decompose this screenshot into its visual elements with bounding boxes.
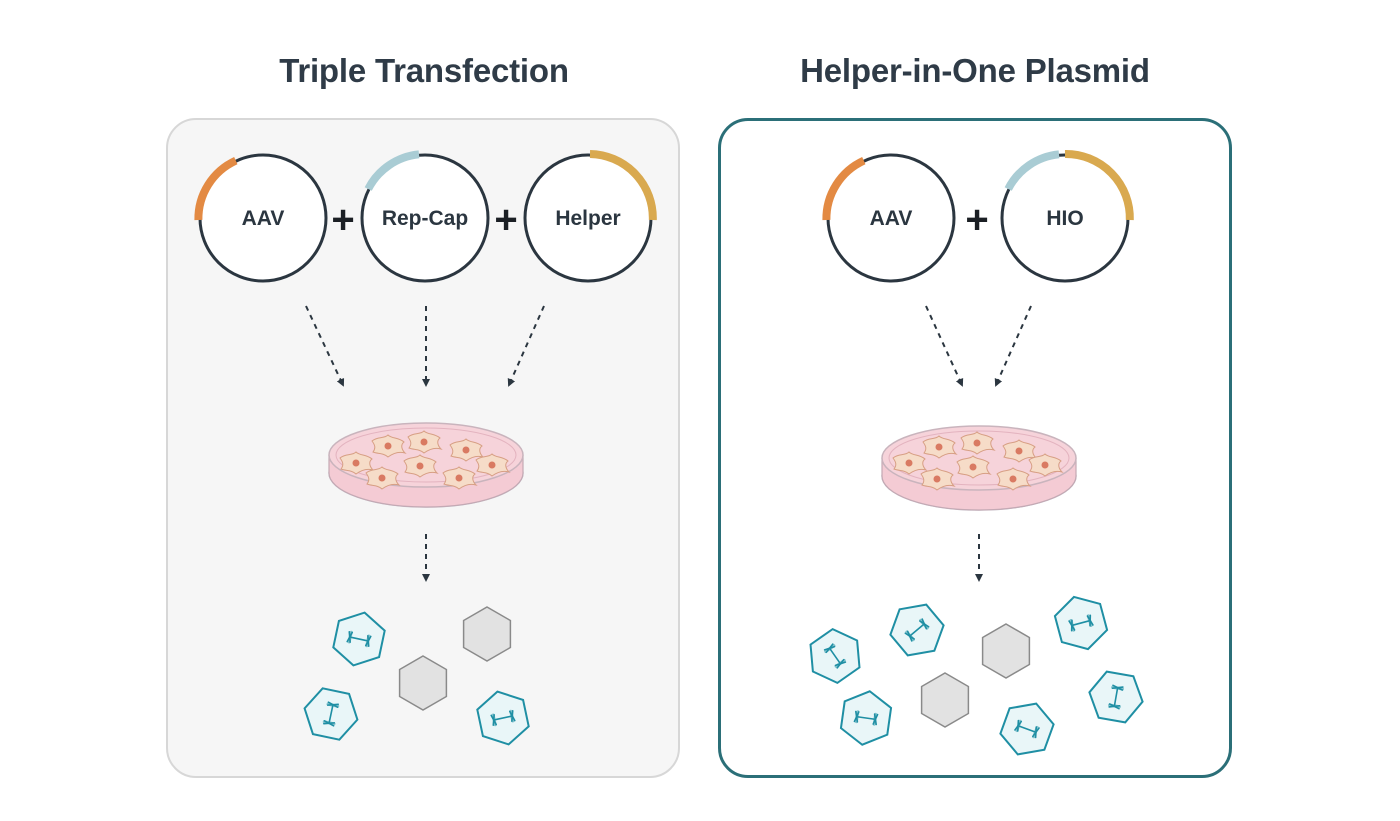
arrow-icon [925,305,964,387]
plus-sign: + [494,198,517,242]
arrow-icon [994,305,1032,387]
plasmid-aav-left: AAV [194,153,328,283]
arrows-left [305,305,545,582]
plasmid-aav-right: AAV [822,153,956,283]
plasmid-hio: HIO [1000,149,1134,283]
plus-sign: + [331,198,354,242]
plasmid-label: AAV [870,207,913,230]
capsid-full-icon [994,694,1060,764]
capsid-full-icon [328,606,390,672]
capsid-full-icon [298,683,364,745]
capsid-empty-icon [920,672,970,728]
plasmid-label: Helper [555,207,620,230]
capsid-full-icon [837,686,895,750]
capsid-full-icon [1083,667,1149,727]
title-triple-transfection: Triple Transfection [279,52,569,89]
plasmid-marker-gold [1064,149,1134,221]
plasmid-label: AAV [242,207,285,230]
capsid-full-icon [472,685,534,751]
capsids-right [797,589,1149,764]
petri-dish-icon [881,425,1077,511]
plasmid-marker-orange [194,156,238,221]
petri-dish-icon [328,422,524,508]
arrows-right [925,305,1032,582]
arrow-icon [507,305,545,387]
arrow-icon [305,305,345,387]
plasmid-marker-gold [589,150,657,221]
plasmid-marker-lightblue [1004,150,1060,191]
plasmid-marker-orange [822,156,866,221]
plasmid-rep-cap: Rep-Cap [360,150,490,283]
capsids-left [298,606,534,751]
plasmid-marker-lightblue [364,150,420,191]
plasmid-helper: Helper [523,150,657,283]
title-helper-in-one-plasmid: Helper-in-One Plasmid [800,52,1150,89]
capsid-empty-icon [981,623,1031,679]
plus-sign: + [965,198,988,242]
plasmid-label: HIO [1046,207,1083,230]
capsid-empty-icon [398,655,448,711]
plasmid-icon [360,153,490,283]
capsid-full-icon [1049,589,1113,657]
plasmid-label: Rep-Cap [382,207,468,230]
capsid-empty-icon [462,606,512,662]
capsid-full-icon [797,619,873,693]
capsid-full-icon [880,592,954,668]
